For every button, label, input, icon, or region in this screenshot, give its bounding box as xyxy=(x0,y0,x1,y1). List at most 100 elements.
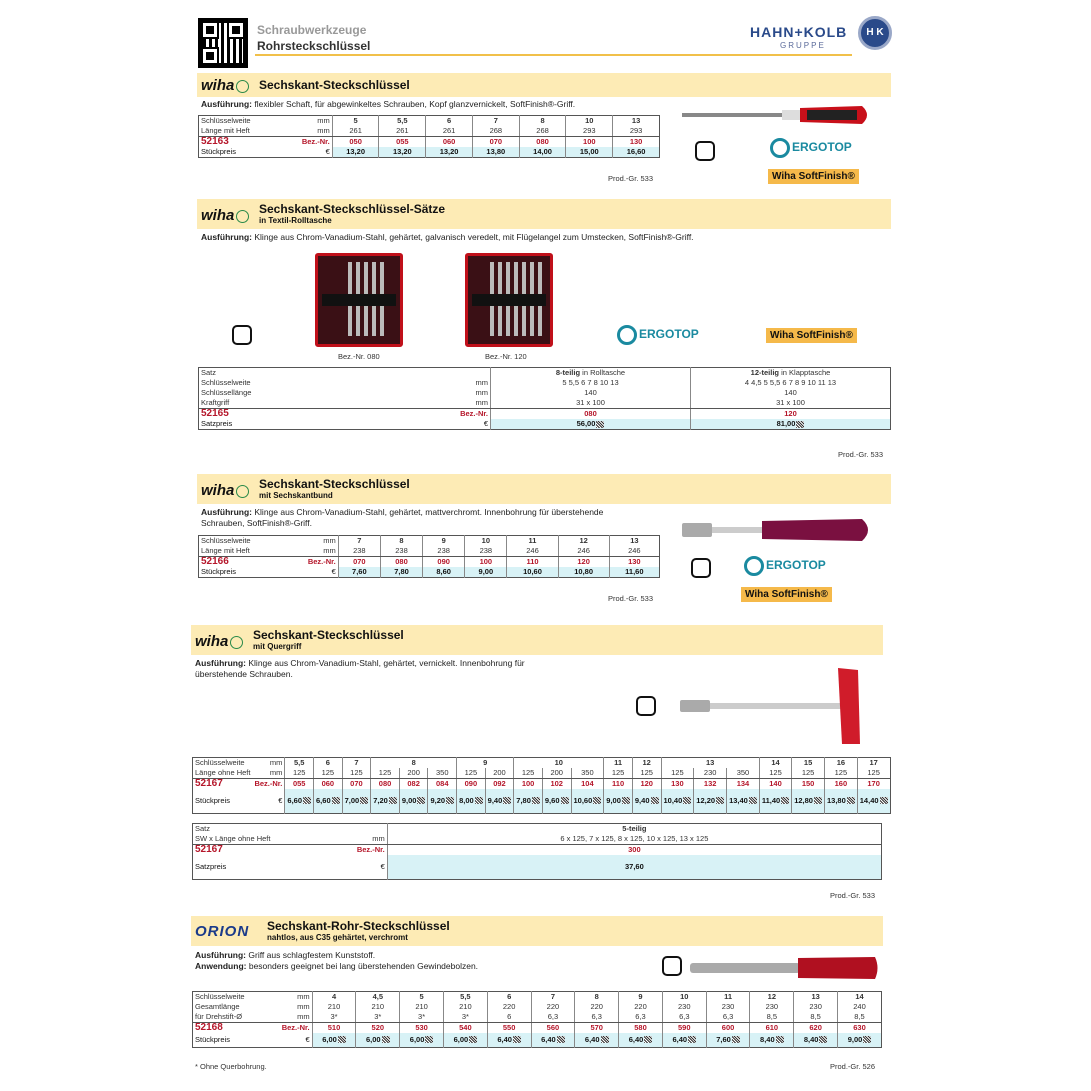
value-cell: 084 xyxy=(427,778,457,789)
qr-mini-icon xyxy=(621,797,630,805)
value-cell: 150 xyxy=(791,778,825,789)
row-unit: mm xyxy=(269,758,283,767)
row-label: 52166 xyxy=(201,556,229,567)
value-text: 120 xyxy=(784,409,797,418)
prod-group: Prod.-Gr. 533 xyxy=(608,174,654,183)
row-unit: Bez.-Nr. xyxy=(281,1023,310,1032)
value-cell: 520 xyxy=(355,1022,400,1033)
price-cell: 6,00 xyxy=(355,1033,400,1047)
price-cell: 12,20 xyxy=(693,789,727,813)
value-cell: 350 xyxy=(570,768,604,779)
header-subcategory: Rohrsteckschlüssel xyxy=(257,39,371,53)
row-unit: mm xyxy=(297,1002,310,1011)
section-band-52163: wiha Sechskant-Steckschlüssel xyxy=(197,73,891,97)
value-cell: 090 xyxy=(422,556,465,567)
value-cell: 100 xyxy=(513,778,543,789)
value-cell: 5 5,5 6 7 8 10 13 xyxy=(490,378,691,388)
price-cell: 7,80 xyxy=(513,789,543,813)
header-category: Schraubwerkzeuge xyxy=(257,23,367,37)
row-unit: mm xyxy=(282,834,388,845)
price-value: 9,00 xyxy=(401,795,417,805)
value-cell: 125 xyxy=(603,768,633,779)
value-cell: 240 xyxy=(837,1002,882,1012)
value-cell: 125 xyxy=(856,768,891,779)
brand-name: HAHN+KOLB xyxy=(750,24,848,40)
value-cell: 610 xyxy=(749,1022,794,1033)
row-label: Stückpreis xyxy=(192,1033,263,1047)
row-label: für Drehstift-Ø xyxy=(192,1012,263,1023)
row-label: Schlüsselweite xyxy=(201,378,251,387)
value-cell: 7,80 xyxy=(379,567,423,578)
price-value: 10,60 xyxy=(573,795,593,805)
value-cell: 13 xyxy=(793,991,838,1002)
value-cell: 210 xyxy=(399,1002,444,1012)
set-price: 37,60 xyxy=(386,855,882,879)
qr-mini-icon xyxy=(716,797,725,805)
set-photo-120 xyxy=(465,253,553,347)
value-cell: 070 xyxy=(341,778,371,789)
value-text: 140 xyxy=(784,388,797,397)
value-cell: 140 xyxy=(758,778,792,789)
value-cell: 13,20 xyxy=(425,147,473,158)
value-cell: 230 xyxy=(749,1002,794,1012)
row-label: 52165 xyxy=(201,408,229,419)
value-cell: 4 4,5 5 5,5 6 7 8 9 10 11 13 xyxy=(690,378,891,388)
qr-mini-icon xyxy=(863,1036,872,1044)
width-group: 17 xyxy=(856,757,891,768)
row-unit: mm xyxy=(475,378,489,387)
price-cell: 6,40 xyxy=(486,1033,532,1047)
width-group: 14 xyxy=(758,757,792,768)
value-cell: 6 xyxy=(425,115,473,126)
price-cell: 8,40 xyxy=(749,1033,794,1047)
section-title: Sechskant-Rohr-Steckschlüssel xyxy=(267,919,450,933)
brand-sub: GRUPPE xyxy=(780,41,826,50)
set-case: in Rolltasche xyxy=(580,368,626,377)
value-cell: 120 xyxy=(631,778,661,789)
row-label: Schlüssellänge xyxy=(201,388,252,397)
value-cell: 125 xyxy=(370,768,400,779)
wiha-logo: wiha xyxy=(201,77,250,94)
value-cell: 8-teilig in Rolltasche xyxy=(490,367,691,378)
t-handle-wrench-image xyxy=(680,668,860,744)
value-cell: 125 xyxy=(313,768,343,779)
softfinish-badge: Wiha SoftFinish® xyxy=(741,587,832,602)
row-unit: € xyxy=(252,789,285,813)
value-cell: 10 xyxy=(565,115,613,126)
value-text: 4 4,5 5 5,5 6 7 8 9 10 11 13 xyxy=(744,378,837,387)
value-cell: 080 xyxy=(379,556,423,567)
section-title: Sechskant-Steckschlüssel xyxy=(259,78,410,92)
price-cell: 9,40 xyxy=(631,789,661,813)
qr-mini-icon xyxy=(683,797,692,805)
price-cell: 9,20 xyxy=(427,789,457,813)
price-value: 12,80 xyxy=(794,795,813,805)
qr-mini-icon xyxy=(531,797,540,805)
value-cell: 580 xyxy=(618,1022,663,1033)
value-cell: 15,00 xyxy=(565,147,613,158)
qr-mini-icon xyxy=(331,797,340,805)
qr-mini-icon xyxy=(388,797,397,805)
row-unit: mm xyxy=(323,536,336,545)
section-description: Ausführung: Klinge aus Chrom-Vanadium-St… xyxy=(201,232,694,242)
value-cell: 220 xyxy=(618,1002,663,1012)
value-cell: 125 xyxy=(823,768,858,779)
value-cell: 13 xyxy=(608,535,660,546)
value-cell: 570 xyxy=(574,1022,619,1033)
price-cell: 7,20 xyxy=(370,789,400,813)
value-cell: 350 xyxy=(427,768,457,779)
price-cell: 12,80 xyxy=(791,789,825,813)
row-label: Schlüsselweite xyxy=(201,116,251,125)
value-cell: 8,5 xyxy=(749,1012,794,1023)
value-cell: 7,60 xyxy=(337,567,381,578)
value-cell: 590 xyxy=(661,1022,707,1033)
value-cell: 12 xyxy=(749,991,794,1002)
price-cell: 8,40 xyxy=(793,1033,838,1047)
row-unit: € xyxy=(268,567,339,578)
value-cell: 230 xyxy=(693,768,727,779)
row-unit: mm xyxy=(252,768,285,779)
value-cell: 550 xyxy=(486,1022,532,1033)
